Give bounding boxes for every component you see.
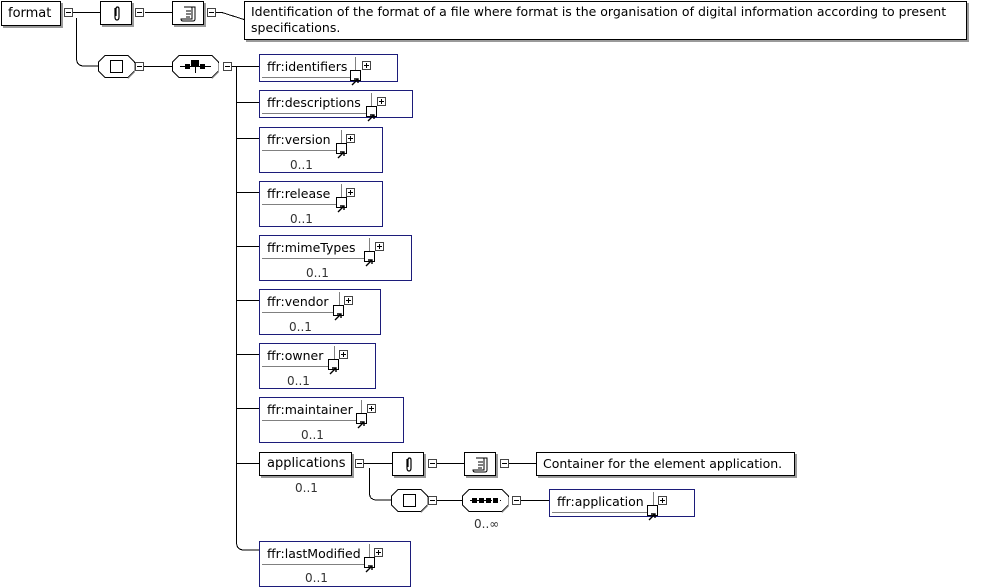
element-ffr-version[interactable]: ffr:version 0..1	[259, 127, 383, 173]
reference-arrow-icon	[364, 557, 375, 573]
sequence-icon	[470, 498, 501, 503]
element-ffr-mimetypes[interactable]: ffr:mimeTypes 0..1	[259, 235, 412, 281]
expand-icon[interactable]	[374, 548, 383, 557]
expand-icon[interactable]	[375, 242, 384, 251]
collapse-icon[interactable]	[428, 496, 437, 505]
element-label: ffr:version	[267, 132, 331, 147]
annotation-scroll-icon	[180, 6, 196, 22]
occurrence-label: 0..1	[290, 158, 313, 172]
element-ffr-maintainer[interactable]: ffr:maintainer 0..1	[259, 397, 404, 443]
collapse-icon[interactable]	[64, 8, 73, 17]
annotation-scroll-icon	[472, 457, 488, 473]
complex-type-icon	[110, 60, 123, 73]
collapse-icon[interactable]	[512, 496, 521, 505]
expand-icon[interactable]	[346, 188, 355, 197]
element-ffr-lastmodified[interactable]: ffr:lastModified 0..1	[259, 541, 411, 587]
collapse-icon[interactable]	[135, 8, 144, 17]
collapse-icon[interactable]	[355, 459, 364, 468]
collapse-icon[interactable]	[428, 459, 437, 468]
element-label: ffr:owner	[267, 348, 324, 363]
occurrence-label: 0..∞	[474, 517, 500, 531]
occurrence-label: 0..1	[305, 571, 328, 585]
element-label: ffr:maintainer	[267, 402, 353, 417]
attributes-box[interactable]	[100, 1, 132, 25]
complex-type-box[interactable]	[98, 55, 136, 79]
element-ffr-vendor[interactable]: ffr:vendor 0..1	[259, 289, 381, 335]
occurrence-label: 0..1	[295, 481, 318, 495]
occurrence-label: 0..1	[301, 428, 324, 442]
root-element-label: format	[8, 6, 52, 21]
format-documentation-text: Identification of the format of a file w…	[251, 4, 947, 35]
root-element-format[interactable]: format	[1, 1, 61, 26]
reference-arrow-icon	[366, 106, 377, 122]
element-ffr-owner[interactable]: ffr:owner 0..1	[259, 343, 376, 389]
reference-arrow-icon	[336, 143, 347, 159]
collapse-icon[interactable]	[135, 62, 144, 71]
element-label: applications	[267, 456, 346, 471]
expand-icon[interactable]	[658, 496, 667, 505]
element-applications[interactable]: applications	[259, 452, 352, 476]
element-label: ffr:descriptions	[267, 95, 361, 110]
element-label: ffr:lastModified	[267, 546, 361, 561]
reference-arrow-icon	[364, 251, 375, 267]
element-label: ffr:release	[267, 186, 331, 201]
attributes-box[interactable]	[392, 452, 424, 476]
format-documentation: Identification of the format of a file w…	[244, 1, 967, 40]
occurrence-label: 0..1	[287, 374, 310, 388]
element-ffr-application[interactable]: ffr:application	[549, 489, 695, 521]
element-ffr-descriptions[interactable]: ffr:descriptions	[259, 90, 413, 122]
collapse-icon[interactable]	[223, 62, 232, 71]
collapse-icon[interactable]	[207, 8, 216, 17]
complex-type-icon	[403, 494, 416, 507]
expand-icon[interactable]	[362, 61, 371, 70]
expand-icon[interactable]	[367, 404, 376, 413]
expand-icon[interactable]	[377, 97, 386, 106]
reference-arrow-icon	[350, 70, 361, 86]
reference-arrow-icon	[336, 197, 347, 213]
expand-icon[interactable]	[346, 134, 355, 143]
element-ffr-release[interactable]: ffr:release 0..1	[259, 181, 383, 227]
annotation-box[interactable]	[464, 452, 496, 476]
occurrence-label: 0..1	[289, 320, 312, 334]
applications-documentation: Container for the element application.	[536, 452, 795, 476]
element-label: ffr:identifiers	[267, 59, 348, 74]
attribute-clip-icon	[406, 457, 412, 472]
reference-arrow-icon	[328, 359, 339, 375]
element-label: ffr:application	[557, 494, 644, 509]
applications-documentation-text: Container for the element application.	[543, 456, 783, 471]
reference-arrow-icon	[647, 505, 658, 521]
element-ffr-identifiers[interactable]: ffr:identifiers	[259, 54, 398, 86]
annotation-box[interactable]	[172, 1, 204, 25]
collapse-icon[interactable]	[500, 459, 509, 468]
attribute-clip-icon	[114, 6, 120, 21]
reference-arrow-icon	[356, 413, 367, 429]
sequence-box[interactable]	[172, 55, 220, 79]
sequence-box[interactable]	[462, 489, 510, 513]
reference-arrow-icon	[333, 305, 344, 321]
expand-icon[interactable]	[344, 296, 353, 305]
occurrence-label: 0..1	[306, 266, 329, 280]
element-label: ffr:mimeTypes	[267, 240, 356, 255]
expand-icon[interactable]	[339, 350, 348, 359]
sequence-icon	[180, 60, 211, 73]
occurrence-label: 0..1	[290, 212, 313, 226]
complex-type-box[interactable]	[391, 489, 429, 513]
element-label: ffr:vendor	[267, 294, 329, 309]
